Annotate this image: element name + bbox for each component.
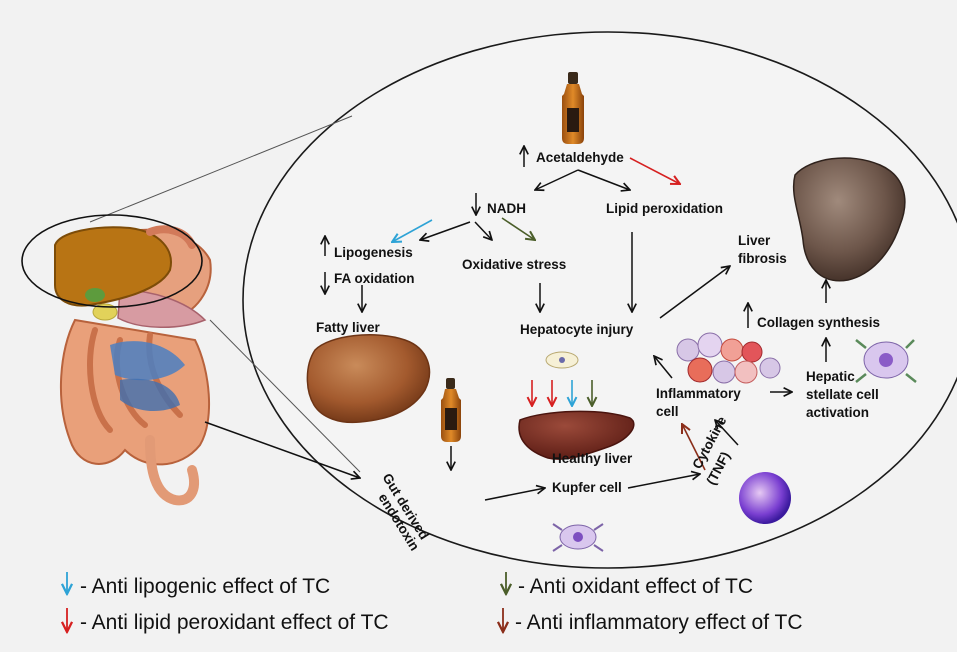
zoom-line-top	[89, 115, 353, 223]
arrow-injury-to-fibrosis	[659, 266, 730, 319]
pathway-arrows	[204, 146, 826, 501]
node-liver-fibrosis-line2: fibrosis	[738, 251, 787, 266]
node-healthy-liver: Healthy liver	[552, 451, 633, 466]
node-fa-oxidation: FA oxidation	[334, 271, 415, 286]
node-hepatic-stellate-line1: Hepatic	[806, 369, 855, 384]
node-liver-fibrosis-line1: Liver	[738, 233, 771, 248]
liver-zoom-ellipse	[242, 31, 957, 569]
node-oxidative-stress: Oxidative stress	[462, 257, 566, 272]
hepatocyte-cell-image	[545, 351, 579, 369]
arrow-acetaldehyde-to-nadh	[535, 169, 579, 190]
hepatic-stellate-cell-image	[855, 339, 917, 383]
arrow-kupfer-to-cytokine	[627, 474, 700, 489]
node-hepatic-stellate-line2: stellate cell	[806, 387, 879, 402]
node-inflammatory-cell-line2: cell	[656, 404, 679, 419]
arrow-cytokine-to-inflammatory	[715, 420, 739, 446]
fatty-liver-image	[306, 334, 431, 424]
anti-inflammatory-arrow-cytokine	[682, 424, 706, 471]
kupffer-cell-image	[552, 523, 604, 552]
node-collagen-synthesis: Collagen synthesis	[757, 315, 880, 330]
arrow-intestine-to-endotoxin	[204, 421, 360, 478]
node-kupfer-cell: Kupfer cell	[552, 480, 622, 495]
node-hepatic-stellate-line3: activation	[806, 405, 869, 420]
anti-lipid-peroxidant-arrow-acetaldehyde	[629, 157, 680, 184]
anti-lipogenic-arrow-lipogenesis	[392, 219, 433, 242]
arrow-acetaldehyde-to-lipid-peroxidation	[577, 169, 630, 190]
node-hepatocyte-injury: Hepatocyte injury	[520, 322, 634, 337]
node-lipogenesis: Lipogenesis	[334, 245, 413, 260]
kupffer-lymphocyte-image	[739, 472, 791, 524]
legend-anti-inflammatory: - Anti inflammatory effect of TC	[515, 611, 803, 634]
legend-anti-lipid-peroxidant: - Anti lipid peroxidant effect of TC	[80, 611, 389, 634]
alcohol-bottle-icon-gut	[441, 378, 461, 442]
alcohol-bottle-icon-top	[562, 72, 584, 144]
legend-anti-lipogenic: - Anti lipogenic effect of TC	[80, 575, 330, 598]
node-lipid-peroxidation: Lipid peroxidation	[606, 201, 723, 216]
digestive-system-illustration	[54, 225, 212, 506]
node-acetaldehyde: Acetaldehyde	[536, 150, 624, 165]
legend-anti-oxidant: - Anti oxidant effect of TC	[518, 575, 753, 598]
node-fatty-liver: Fatty liver	[316, 320, 381, 335]
arrow-nadh-to-lipogenesis	[420, 221, 471, 240]
zoom-line-bottom	[209, 319, 361, 473]
node-inflammatory-cell-line1: Inflammatory	[656, 386, 741, 401]
anti-oxidant-arrow-oxidative-stress	[501, 217, 535, 240]
liver-highlight-ellipse	[21, 214, 203, 308]
arrow-inflammatory-to-injury	[654, 356, 673, 379]
arrow-nadh-to-oxidative-stress	[474, 221, 492, 240]
arrow-endotoxin-to-kupfer	[484, 488, 545, 501]
node-nadh: NADH	[487, 201, 526, 216]
fibrotic-liver-image	[792, 157, 906, 282]
healthy-liver-image	[518, 410, 635, 460]
inflammatory-cells-cluster	[676, 332, 781, 384]
legend: - Anti lipogenic effect of TC - Anti oxi…	[67, 572, 803, 634]
